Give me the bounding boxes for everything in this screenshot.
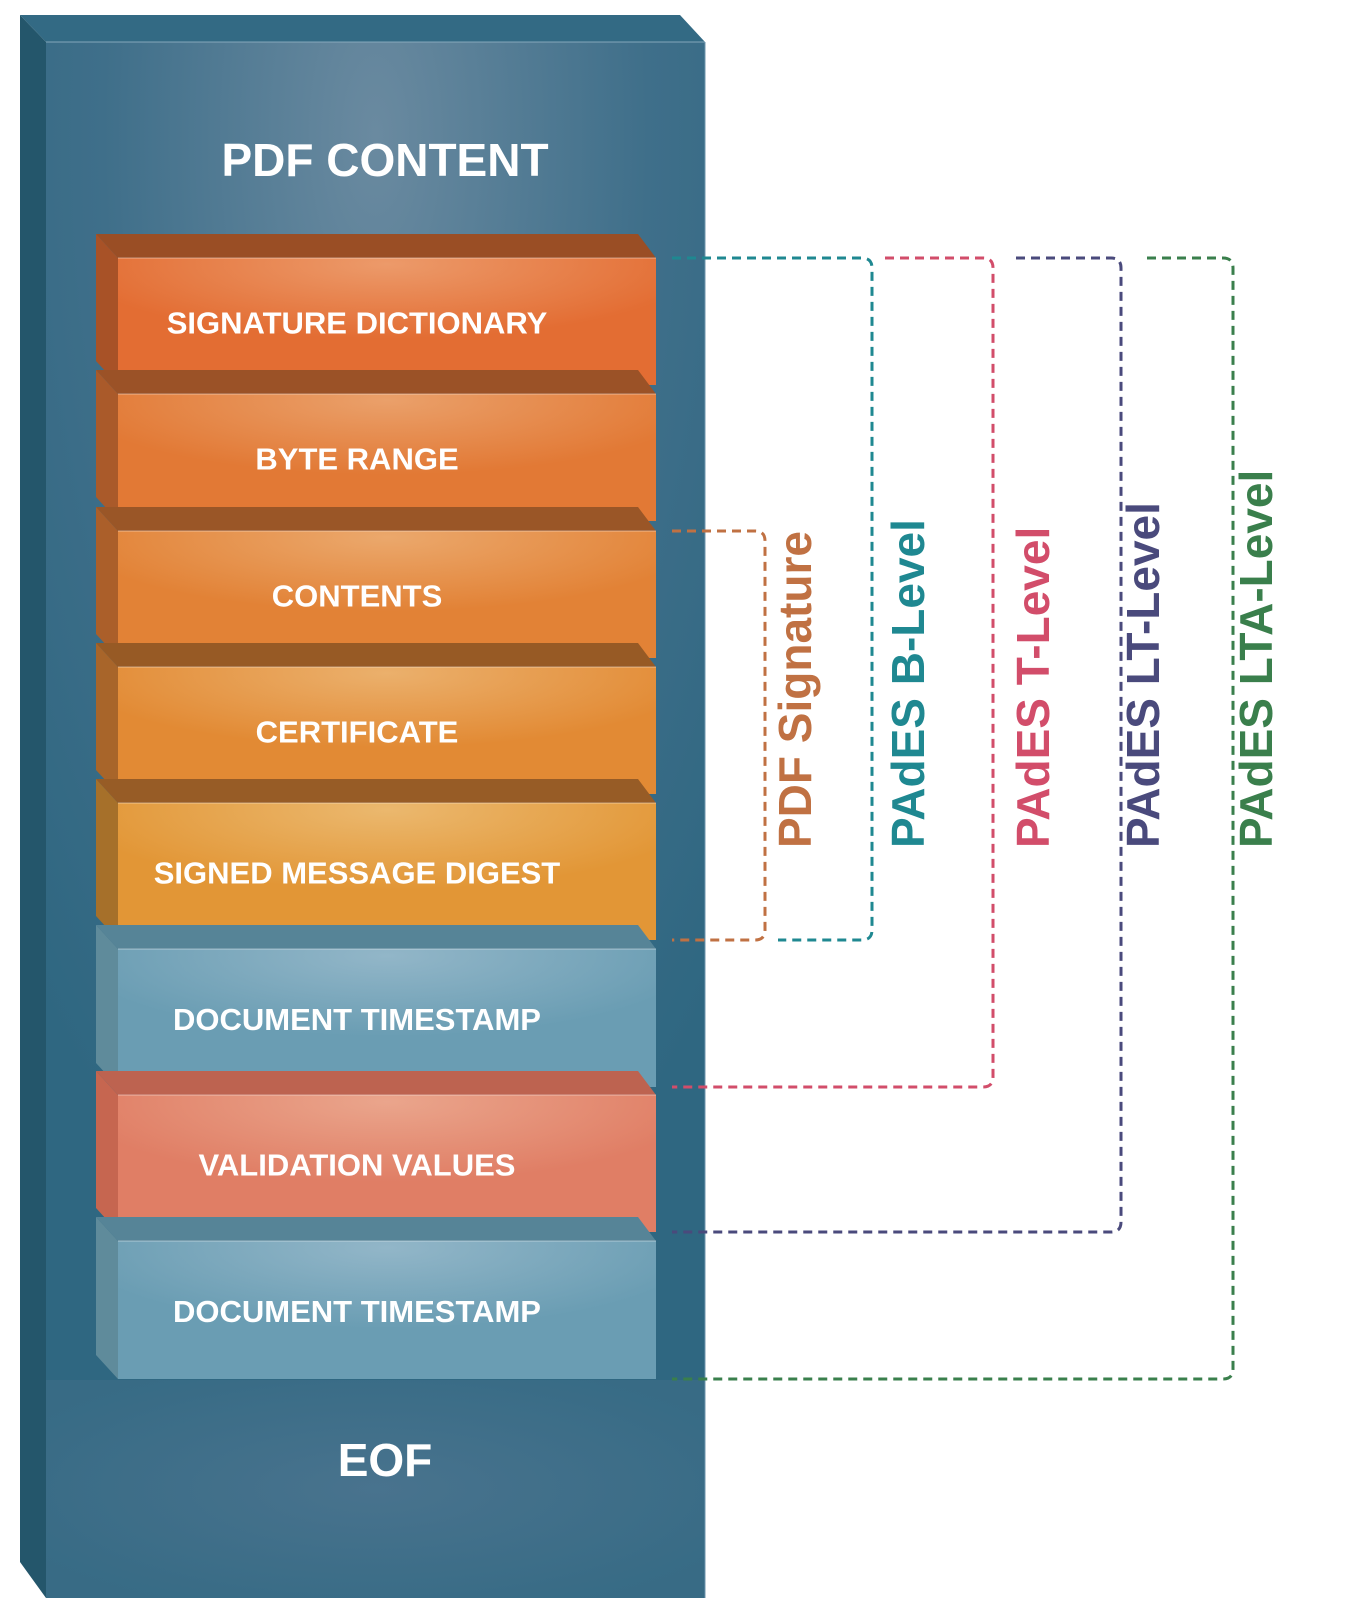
block-stack: SIGNATURE DICTIONARY BYTE RANGE CONTENTS CE… (96, 234, 656, 1379)
block-side-face (96, 507, 118, 658)
block-top-face (96, 507, 656, 531)
block-side-face (96, 234, 118, 385)
block-side-face (96, 370, 118, 521)
block-side-face (96, 925, 118, 1087)
block-label: BYTE RANGE (255, 442, 458, 477)
block-front-face (118, 667, 656, 794)
block-front-face (118, 949, 656, 1087)
bracket-line (672, 256, 1123, 1234)
bracket-line (672, 256, 995, 1089)
block-front-face (118, 531, 656, 658)
level-label: PAdES LT-Level (1117, 502, 1169, 848)
block-top-face (96, 370, 656, 394)
block-top-face (96, 1217, 656, 1241)
block-label: SIGNED MESSAGE DIGEST (154, 856, 561, 891)
block-label: DOCUMENT TIMESTAMP (173, 1002, 541, 1037)
bracket-line (672, 256, 1235, 1381)
block-label: CERTIFICATE (256, 715, 459, 750)
level-label: PAdES T-Level (1007, 527, 1059, 848)
block-signature-dictionary: SIGNATURE DICTIONARY (96, 234, 656, 385)
block-front-face (118, 258, 656, 385)
block-front-face (118, 1095, 656, 1232)
block-label: VALIDATION VALUES (199, 1148, 516, 1183)
block-side-face (96, 779, 118, 940)
block-label: SIGNATURE DICTIONARY (167, 306, 548, 341)
level-pades-b-level: PAdES B-Level (672, 256, 934, 942)
block-side-face (96, 1071, 118, 1232)
block-signed-message-digest: SIGNED MESSAGE DIGEST (96, 779, 656, 940)
block-label: DOCUMENT TIMESTAMP (173, 1294, 541, 1329)
block-label: CONTENTS (272, 579, 443, 614)
block-front-face (118, 803, 656, 940)
container-title: PDF CONTENT (221, 134, 548, 186)
block-top-face (96, 643, 656, 667)
block-certificate: CERTIFICATE (96, 643, 656, 794)
container-top-face (20, 15, 705, 42)
level-brackets: PDF Signature PAdES B-Level PAdES T-Level P… (672, 256, 1282, 1381)
level-label: PAdES B-Level (882, 519, 934, 848)
container-bottom-glow (46, 1380, 705, 1598)
block-validation-values: VALIDATION VALUES (96, 1071, 656, 1232)
block-side-face (96, 643, 118, 794)
level-label: PAdES LTA-Level (1230, 470, 1282, 848)
block-byte-range: BYTE RANGE (96, 370, 656, 521)
level-pades-lta-level: PAdES LTA-Level (672, 256, 1282, 1381)
level-label: PDF Signature (769, 531, 821, 848)
level-pades-lt-level: PAdES LT-Level (672, 256, 1169, 1234)
bracket-line (672, 529, 767, 942)
block-side-face (96, 1217, 118, 1379)
level-pdf-signature: PDF Signature (672, 529, 821, 942)
block-top-face (96, 779, 656, 803)
container-side-face (20, 15, 46, 1598)
block-top-face (96, 234, 656, 258)
block-top-face (96, 1071, 656, 1095)
block-document-timestamp: DOCUMENT TIMESTAMP (96, 1217, 656, 1379)
block-contents: CONTENTS (96, 507, 656, 658)
level-pades-t-level: PAdES T-Level (672, 256, 1059, 1089)
block-document-timestamp: DOCUMENT TIMESTAMP (96, 925, 656, 1087)
container-footer: EOF (338, 1434, 433, 1486)
block-front-face (118, 394, 656, 521)
block-top-face (96, 925, 656, 949)
block-front-face (118, 1241, 656, 1379)
